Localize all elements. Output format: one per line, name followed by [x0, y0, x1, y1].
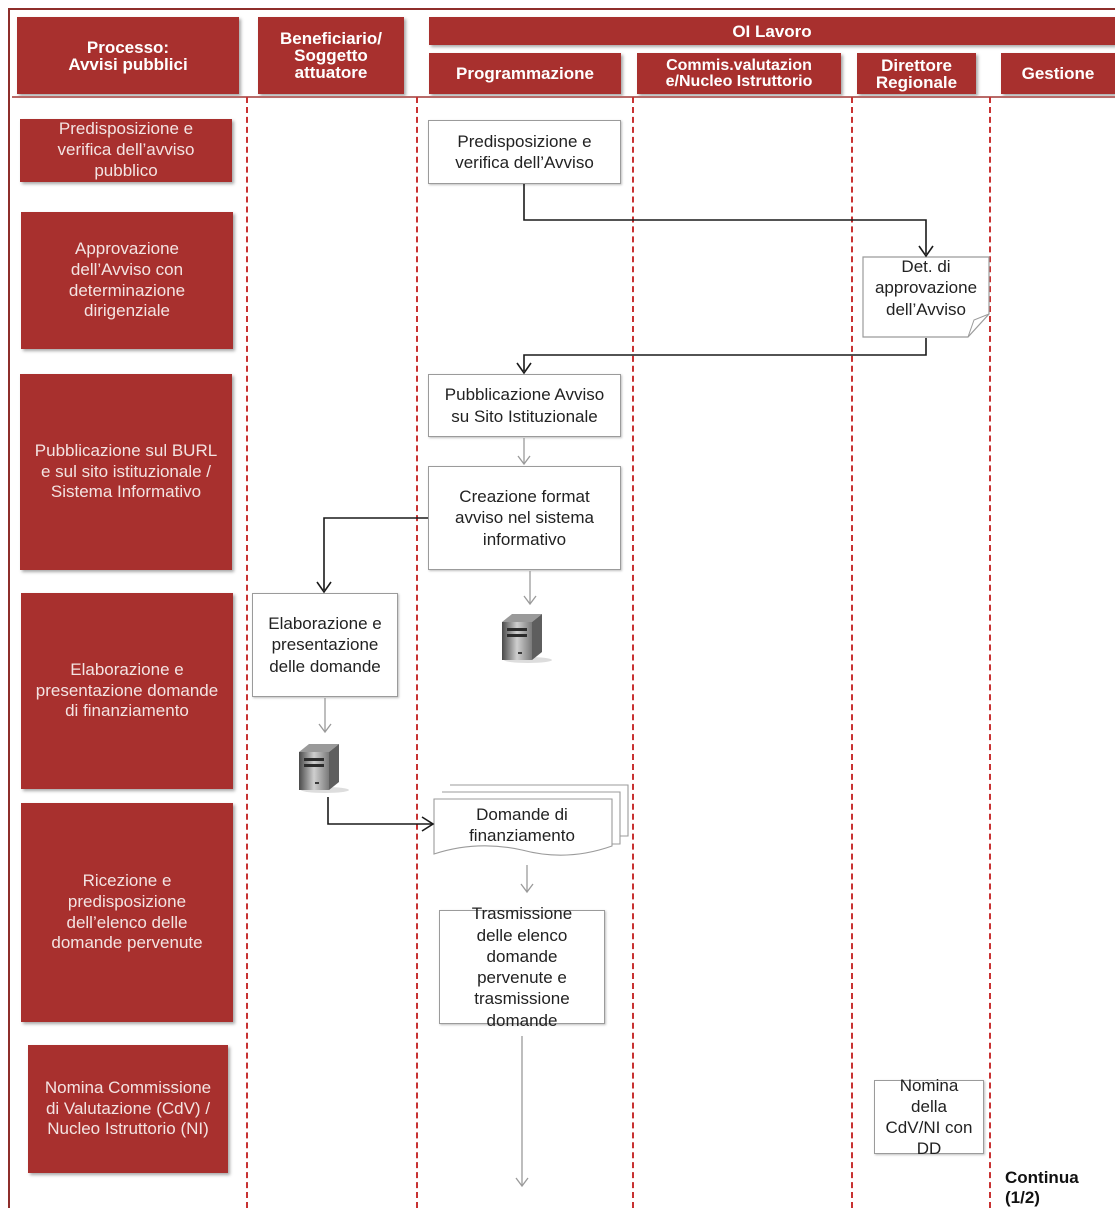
connector-creazione-to-elaborazione [323, 517, 428, 590]
activity-det-approvazione: Det. di approvazione dell’Avviso [874, 257, 978, 319]
process-step-3: Pubblicazione sul BURL e sul sito istitu… [20, 374, 232, 570]
connector-server-to-domande [327, 797, 432, 825]
connector-det-to-pubblicazione [523, 338, 927, 371]
process-step-4: Elaborazione e presentazione domande di … [21, 593, 233, 789]
activity-domande-finanziamento-document: Domande di finanziamento [432, 784, 630, 864]
connector-predisposizione-to-det [523, 184, 927, 254]
activity-nomina-cdv: Nomina della CdV/NI con DD [874, 1076, 984, 1158]
header-lane-direttore: Direttore Regionale [857, 53, 976, 94]
activity-det-approvazione-document: Det. di approvazione dell’Avviso [862, 256, 990, 338]
process-step-1: Predisposizione e verifica dell’avviso p… [20, 119, 232, 182]
process-step-6: Nomina Commissione di Valutazione (CdV) … [28, 1045, 228, 1173]
server-icon [295, 742, 351, 794]
lane-divider-4 [851, 97, 853, 1208]
lane-divider-5 [989, 97, 991, 1208]
header-process: Processo: Avvisi pubblici [17, 17, 239, 94]
process-step-2: Approvazione dell’Avviso con determinazi… [21, 212, 233, 349]
header-lane-gestione: Gestione [1001, 53, 1115, 94]
activity-predisposizione: Predisposizione e verifica dell’Avviso [428, 120, 621, 184]
activity-trasmissione: Trasmissione delle elenco domande perven… [439, 904, 605, 1030]
diagram-frame [8, 8, 1115, 1208]
continua-label: Continua (1/2) [1005, 1168, 1079, 1208]
activity-domande-finanziamento: Domande di finanziamento [469, 804, 575, 845]
lane-divider-1 [246, 97, 248, 1208]
activity-elaborazione-domande: Elaborazione e presentazione delle doman… [252, 593, 398, 697]
process-step-5: Ricezione e predisposizione dell’elenco … [21, 803, 233, 1022]
header-lane-programmazione: Programmazione [429, 53, 621, 94]
header-divider [12, 96, 1115, 98]
activity-pubblicazione: Pubblicazione Avviso su Sito Istituziona… [428, 374, 621, 437]
activity-creazione-format: Creazione format avviso nel sistema info… [428, 466, 621, 570]
server-icon [498, 612, 554, 664]
lane-divider-3 [632, 97, 634, 1208]
lane-divider-2 [416, 97, 418, 1208]
header-lane-commissione: Commis.valutazion e/Nucleo Istruttorio [637, 53, 841, 94]
header-oi-lavoro: OI Lavoro [429, 17, 1115, 45]
header-beneficiary: Beneficiario/ Soggetto attuatore [258, 17, 404, 94]
